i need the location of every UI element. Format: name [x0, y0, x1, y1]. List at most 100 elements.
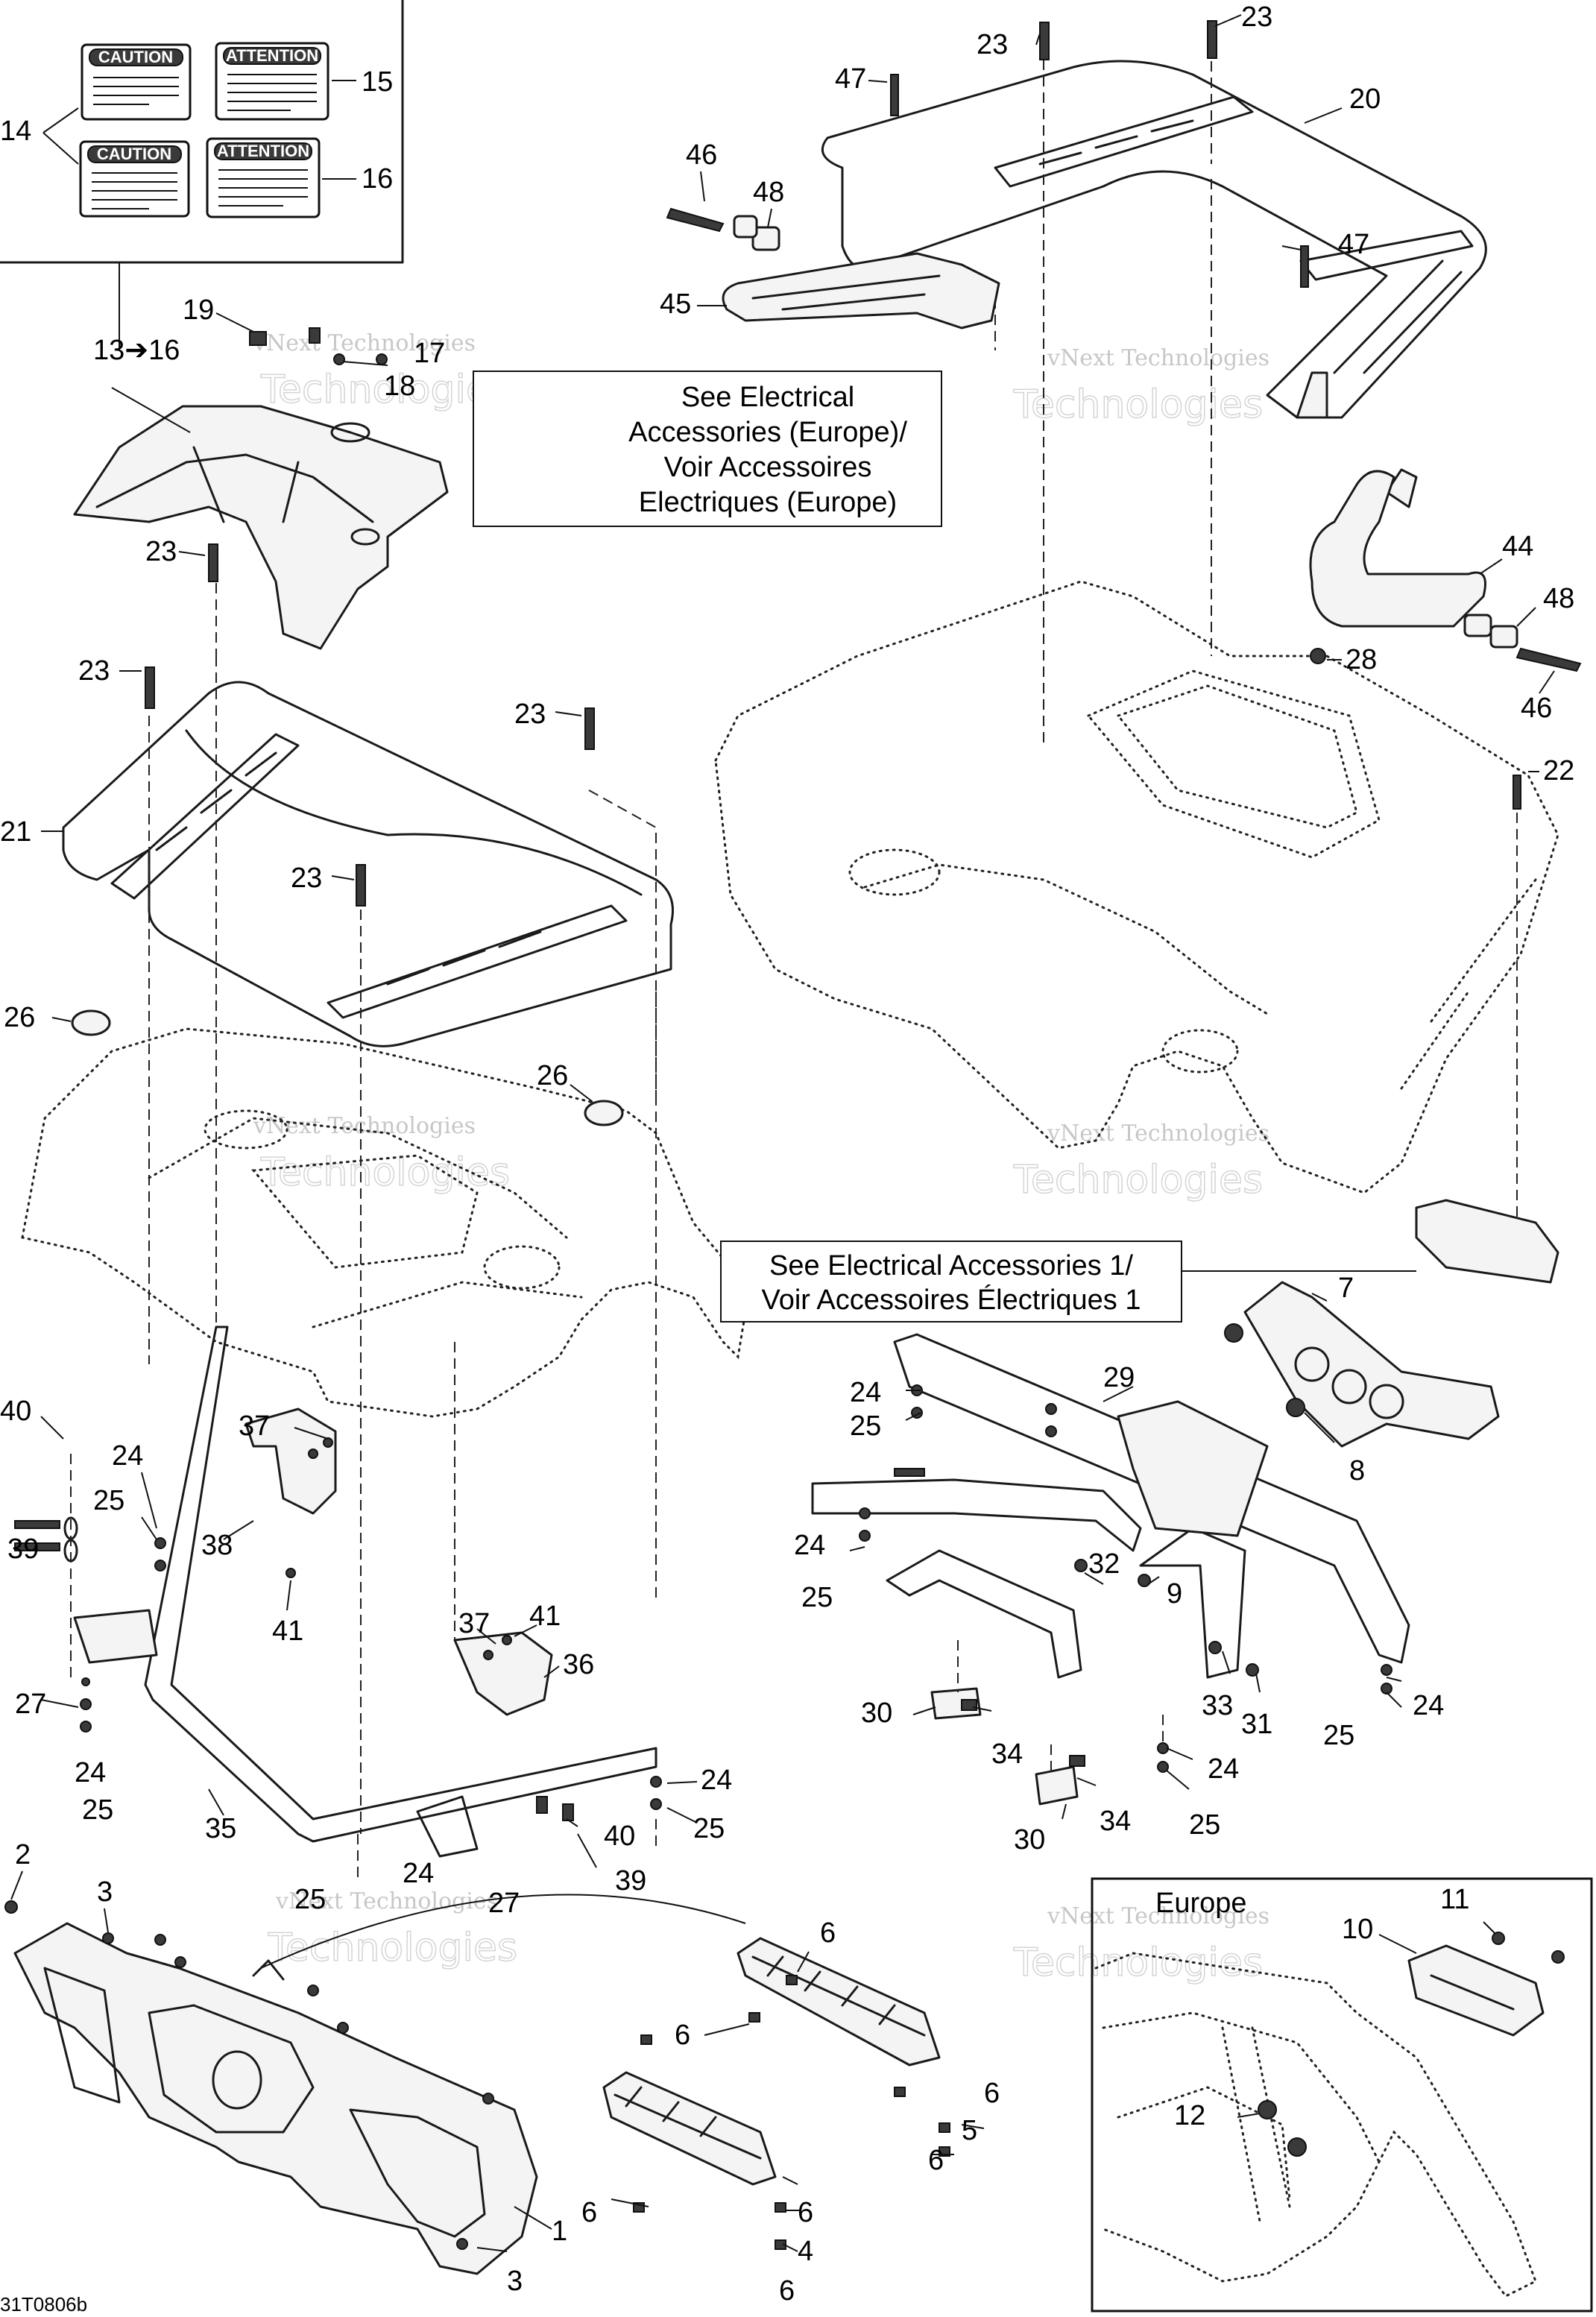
europe-inset-frame: [1091, 1877, 1593, 2313]
grommet-26b-icon: [584, 1100, 624, 1126]
fascia-arrow: [260, 1894, 746, 1969]
ref-25-bumper-a: 25: [93, 1485, 124, 1516]
ref-46-right: 46: [1521, 693, 1552, 724]
ref-25-frame-b: 25: [801, 1582, 833, 1613]
ref-26-left: 26: [4, 1002, 35, 1033]
ref-34-bottom: 34: [1100, 1806, 1131, 1837]
screw-47b-icon: [1300, 245, 1309, 288]
ref-39-left: 39: [7, 1533, 39, 1565]
bolt-46b-icon: [1515, 647, 1582, 672]
ref-18: 18: [384, 371, 415, 402]
ref-23-front-mid: 23: [291, 863, 322, 894]
bracket-30b-icon: [1035, 1765, 1079, 1806]
watermark-2: Technologies: [260, 368, 510, 412]
europe-note-line-1: See Electrical: [681, 382, 854, 413]
watermark-7: vNext Technologies: [1047, 1120, 1269, 1147]
ref-14: 14: [0, 116, 31, 147]
drawing-code: 31T0806b: [0, 2293, 87, 2316]
bolt-23e-icon: [356, 864, 366, 907]
screw-17-icon: [309, 327, 321, 344]
front-fender-body: [21, 1009, 747, 1418]
bracket-38-shape: [245, 1407, 337, 1515]
ref-23-rack-left: 23: [977, 29, 1008, 60]
ref-11: 11: [1440, 1884, 1469, 1915]
rack-crossbar-1: [994, 95, 1254, 188]
ref-40-left: 40: [0, 1396, 31, 1427]
handle-44-shape: [1309, 470, 1486, 628]
ref-47-top: 47: [835, 63, 866, 95]
tail-light-lens: [1415, 1199, 1559, 1284]
europe-note-line-4: Electriques (Europe): [639, 487, 897, 518]
electrical-1-note-frame: [720, 1241, 1182, 1323]
watermarks: vNext Technologies Technologies vNext Te…: [253, 330, 1269, 1986]
ref-9: 9: [1167, 1578, 1182, 1610]
frame-plate: [1117, 1400, 1269, 1537]
europe-electrical-note: See Electrical Accessories (Europe)/ Voi…: [473, 371, 942, 527]
ref-33: 33: [1202, 1690, 1233, 1721]
ref-21: 21: [0, 816, 31, 848]
attention-label-1: ATTENTION: [226, 46, 318, 65]
bolt-23d-icon: [584, 707, 595, 750]
ref-40-right: 40: [604, 1820, 635, 1852]
bolt-23f-icon: [208, 543, 218, 582]
nut-12b-icon: [1287, 2137, 1307, 2157]
bolt-22-icon: [1513, 775, 1521, 810]
ref-36: 36: [563, 1649, 594, 1680]
ref-19: 19: [183, 294, 214, 326]
nut-8b-icon: [1286, 1398, 1305, 1417]
europe-inset: Europe: [1091, 1877, 1593, 2313]
ref-24-frame-d: 24: [1208, 1753, 1239, 1785]
electrical-1-note: See Electrical Accessories 1/ Voir Acces…: [720, 1241, 1182, 1323]
watermark-10: Technologies: [268, 1926, 517, 1970]
electrical-1-line-2: Voir Accessoires Électriques 1: [761, 1284, 1141, 1316]
ref-7: 7: [1338, 1273, 1354, 1304]
ref-25-frame-c: 25: [1323, 1720, 1354, 1751]
handle-45-shape: [722, 252, 1000, 330]
attention-decal-2: ATTENTION: [206, 137, 321, 218]
ref-16: 16: [362, 163, 393, 195]
ref-39-right: 39: [615, 1865, 646, 1897]
rear-handle-left: [666, 171, 1000, 330]
nut-12a-icon: [1258, 2100, 1277, 2119]
ref-6-b: 6: [675, 2020, 690, 2051]
ref-6-g: 6: [779, 2275, 795, 2307]
bolt-46a-icon: [666, 207, 725, 233]
watermark-3: vNext Technologies: [1047, 345, 1269, 371]
ref-27-left: 27: [15, 1689, 46, 1720]
attention-decal-1: ATTENTION: [215, 42, 329, 121]
ref-38: 38: [201, 1530, 233, 1561]
ref-6-d: 6: [928, 2145, 944, 2176]
front-bumper-frame: [14, 1325, 698, 1879]
tail-light-housing: [1243, 1281, 1500, 1448]
ref-24-frame-c: 24: [1413, 1690, 1444, 1721]
attention-label-2: ATTENTION: [217, 142, 309, 160]
ref-31: 31: [1241, 1709, 1272, 1740]
ref-13-16: 13➔16: [93, 335, 180, 366]
ref-44: 44: [1502, 531, 1533, 562]
ref-28: 28: [1346, 644, 1377, 675]
decal-box-border: [0, 0, 404, 264]
ref-25-bumper-d: 25: [294, 1884, 326, 1915]
ref-1: 1: [552, 2216, 567, 2247]
ref-3-top: 3: [97, 1876, 113, 1908]
ref-24-bumper-b: 24: [75, 1757, 106, 1788]
ref-48-left: 48: [753, 177, 784, 208]
ref-25-bumper-b: 25: [82, 1794, 113, 1826]
watermark-12: Technologies: [1013, 1941, 1263, 1985]
grille-5-shape: [737, 1937, 941, 2067]
ref-8: 8: [1349, 1455, 1365, 1487]
plate-bracket-10-shape: [1407, 1944, 1545, 2037]
europe-note-line-2: Accessories (Europe)/: [628, 417, 907, 448]
bolt-23-icon: [1039, 22, 1050, 60]
ref-17: 17: [414, 338, 445, 369]
ref-37-right: 37: [458, 1608, 490, 1639]
washer-18a-icon: [333, 353, 345, 365]
front-fascia: [4, 1870, 746, 2275]
watermark-8: Technologies: [1013, 1158, 1263, 1202]
ref-29: 29: [1103, 1362, 1135, 1393]
leader-14: [42, 107, 79, 165]
ref-6-e: 6: [798, 2197, 813, 2228]
decal-group: CAUTION ATTENTION CAUTION ATTENTION: [0, 0, 404, 350]
